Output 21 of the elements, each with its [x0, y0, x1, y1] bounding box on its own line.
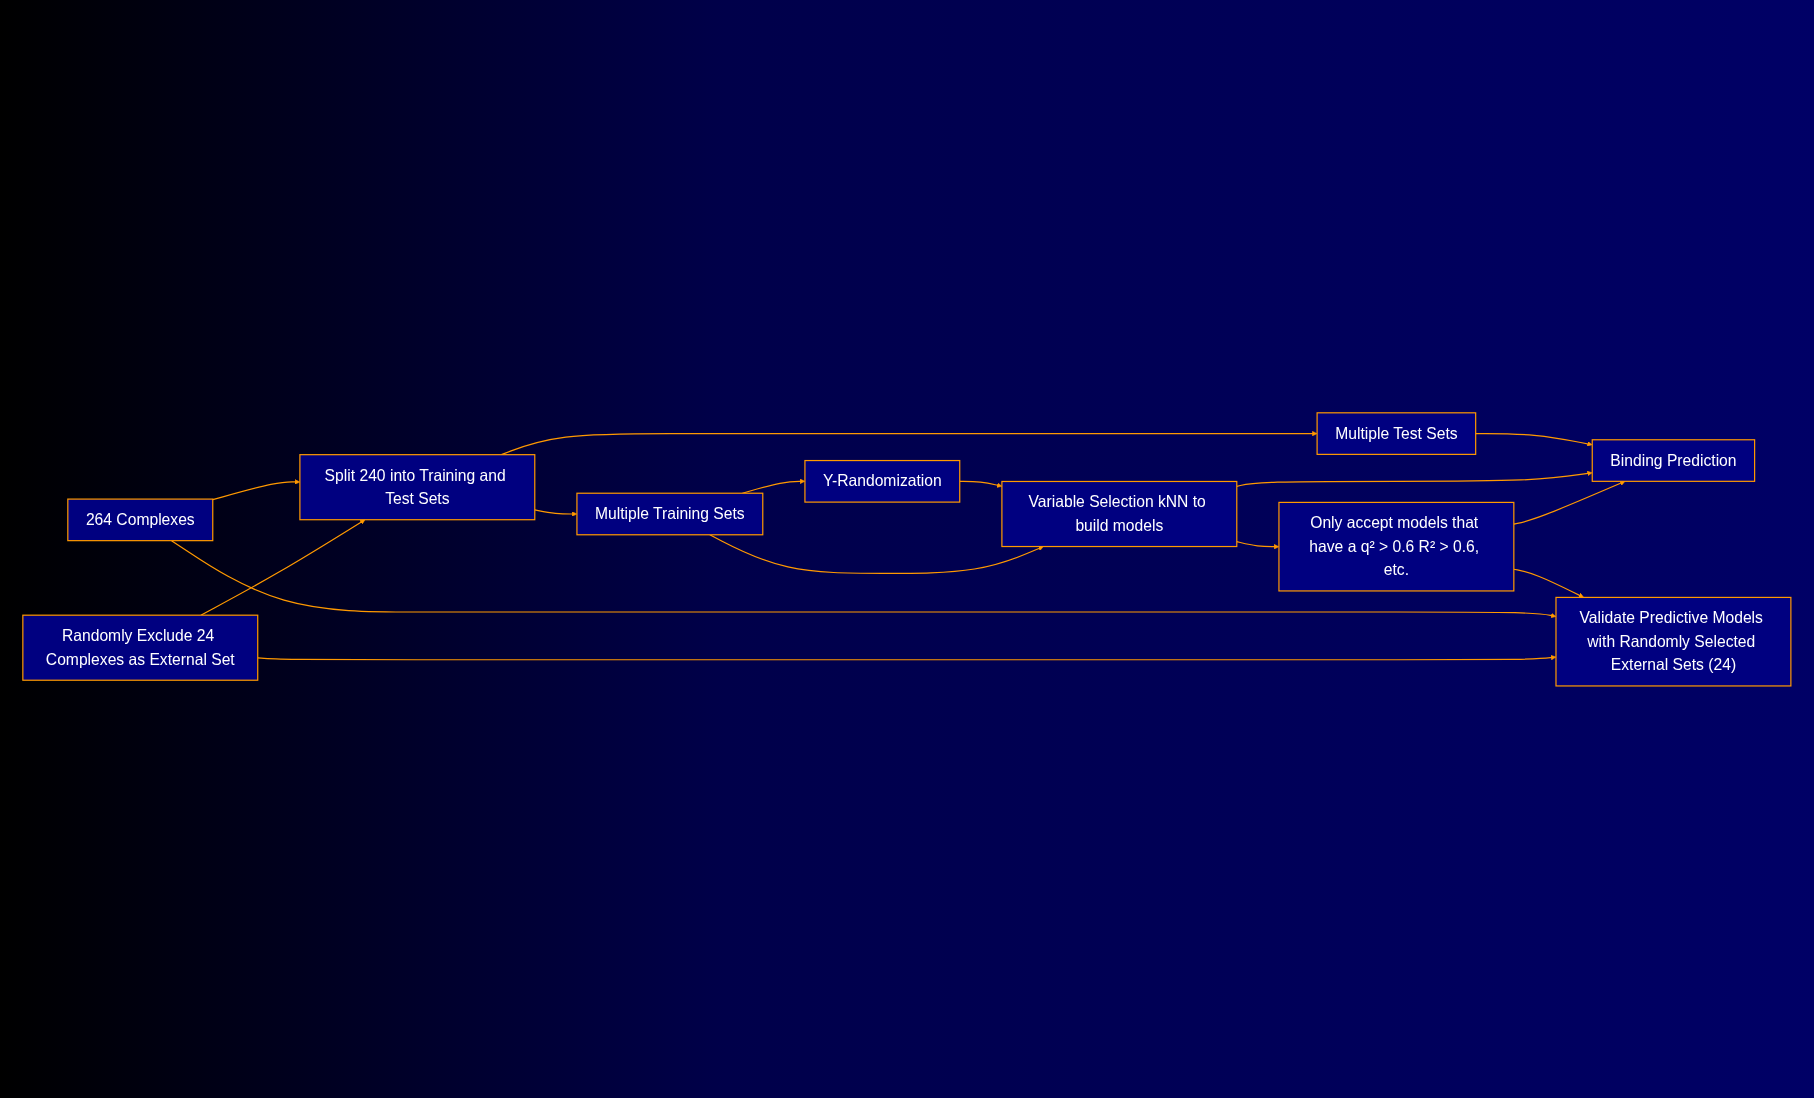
arrow	[1236, 540, 1280, 549]
arrow	[212, 478, 301, 500]
node-box: Split 240 into Training and Test Sets	[299, 453, 536, 520]
arrow	[1475, 432, 1593, 447]
arrow	[1513, 480, 1626, 525]
arrow	[534, 508, 578, 517]
node-box: Multiple Test Sets	[1316, 411, 1477, 455]
arrow	[709, 533, 1044, 574]
node-box: 264 Complexes	[67, 498, 214, 541]
node-box: Validate Predictive Models with Randomly Selected External Sets (24)	[1555, 596, 1792, 687]
node-box: Y-Randomization	[804, 459, 961, 503]
arrow	[1236, 470, 1593, 487]
node-box: Multiple Training Sets	[576, 492, 764, 535]
node-box: Randomly Exclude 24 Complexes as External Set	[22, 614, 259, 681]
arrow	[257, 654, 1557, 660]
arrow	[171, 539, 1557, 618]
arrow	[959, 480, 1003, 488]
arrow	[1513, 568, 1585, 598]
node-box: Binding Prediction	[1591, 438, 1756, 482]
node-box: Variable Selection kNN to build models	[1001, 480, 1238, 547]
node-box: Only accept models that have a q² > 0.6 R² > 0.6, etc.	[1278, 501, 1515, 592]
